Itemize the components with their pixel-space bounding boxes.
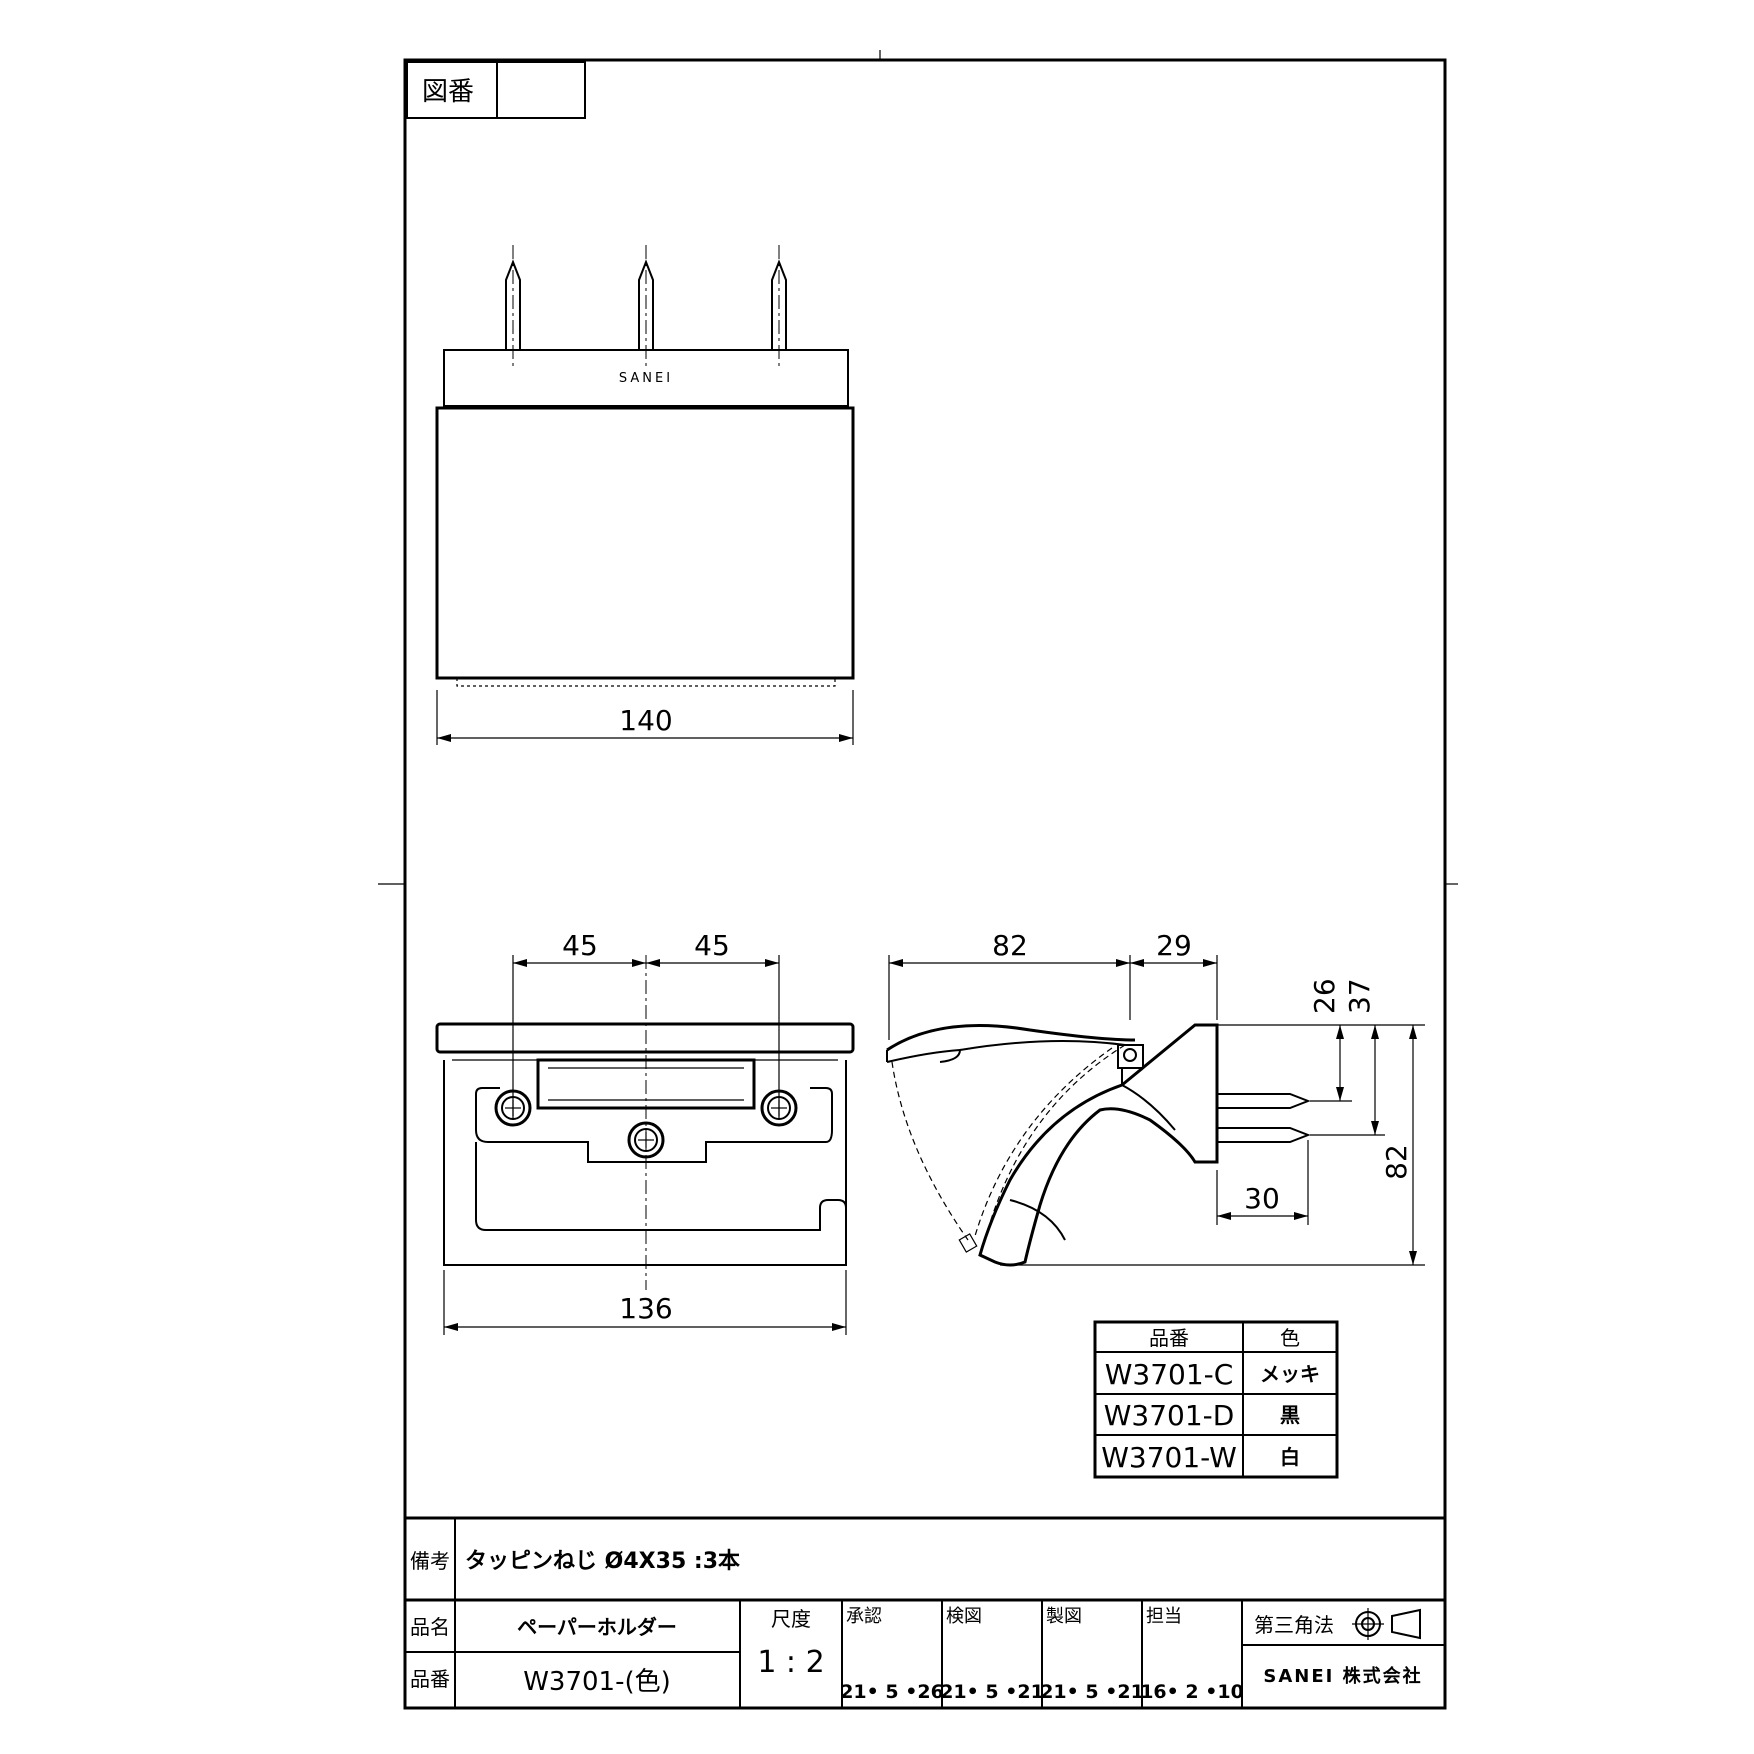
check-label: 検図 [946, 1606, 982, 1627]
remarks-label: 備考 [410, 1549, 450, 1573]
cover-rim [435, 1022, 855, 1054]
drawn-label: 製図 [1046, 1606, 1082, 1627]
screw-top-left [505, 245, 521, 368]
hinge-pin [1123, 1048, 1137, 1062]
projection-label: 第三角法 [1254, 1613, 1334, 1637]
brand-mark: SANEI [619, 371, 673, 386]
scale-label: 尺度 [771, 1607, 811, 1631]
third-angle-projection-icon [1352, 1608, 1421, 1640]
top-view: SANEI 140 [435, 245, 855, 745]
dim-depth-arm: 82 [992, 929, 1028, 962]
dim-bottom-width: 136 [619, 1292, 672, 1325]
color-table-frame [1093, 1320, 1339, 1479]
color-table-header-color: 色 [1280, 1326, 1300, 1350]
figure-number-label: 図番 [422, 77, 474, 107]
color-table-part-1: W3701-C [1105, 1358, 1234, 1391]
cover-serration [456, 678, 836, 687]
cover-tip [886, 1048, 962, 1063]
check-date: 21• 5 •21 [940, 1681, 1044, 1703]
company-name: SANEI 株式会社 [1263, 1665, 1422, 1687]
cover-underside [959, 1040, 1126, 1051]
color-table-color-3: 白 [1280, 1445, 1300, 1469]
color-table: 品番 色 W3701-C メッキ W3701-D 黒 W3701-W 白 [1093, 1320, 1339, 1479]
color-table-part-3: W3701-W [1101, 1441, 1237, 1474]
side-screw-upper [1217, 1093, 1311, 1109]
number-value: W3701-(色) [523, 1667, 671, 1697]
color-table-color-1: メッキ [1260, 1362, 1320, 1386]
cover-closed [886, 1024, 1136, 1052]
arm-tip-band [1009, 1199, 1066, 1241]
cover-swing-path [891, 1061, 969, 1241]
approve-label: 承認 [846, 1606, 882, 1627]
wall-plate [443, 349, 849, 407]
charge-date: 16• 2 •10 [1140, 1681, 1244, 1703]
roll-shaft-housing [536, 1058, 756, 1110]
dim-depth-base: 29 [1156, 929, 1192, 962]
charge-label: 担当 [1146, 1606, 1182, 1627]
scale-value: 1 : 2 [757, 1645, 824, 1680]
dim-screw-1: 26 [1308, 978, 1341, 1014]
color-table-header-part: 品番 [1149, 1326, 1189, 1350]
dim-height: 82 [1380, 1144, 1413, 1180]
color-table-part-2: W3701-D [1104, 1399, 1235, 1432]
color-table-color-2: 黒 [1280, 1403, 1300, 1427]
bracket-inner-corner-left [475, 1087, 500, 1095]
screw-head-right [760, 1089, 798, 1127]
dim-pitch-right: 45 [694, 929, 730, 962]
arm-body [978, 1023, 1219, 1267]
dim-front-width: 140 [619, 704, 672, 737]
name-value: ペーパーホルダー [517, 1615, 677, 1639]
dim-45-arrows [513, 959, 779, 967]
drawn-date: 21• 5 •21 [1040, 1681, 1144, 1703]
dim-pitch-left: 45 [562, 929, 598, 962]
number-label: 品番 [410, 1667, 450, 1691]
bracket-body [443, 1060, 847, 1266]
screw-top-right [771, 245, 787, 368]
side-screw-lower [1217, 1127, 1311, 1143]
cover-open-phantom-2 [974, 1047, 1113, 1237]
paper-arm [475, 1142, 847, 1265]
screw-head-left [494, 1089, 532, 1127]
dim-screw-len: 30 [1244, 1182, 1280, 1215]
name-label: 品名 [410, 1615, 450, 1639]
remarks-value: タッピンねじ Ø4X35 :3本 [465, 1549, 740, 1574]
side-view: 82 29 26 37 [886, 929, 1425, 1267]
title-block: 備考 タッピンねじ Ø4X35 :3本 品名 ペーパーホルダー 品番 W3701… [405, 1516, 1445, 1708]
front-view: 45 45 [435, 929, 855, 1335]
cover-open-tip [958, 1233, 978, 1253]
screw-top-center [638, 245, 654, 368]
cover-open-phantom [984, 1044, 1126, 1241]
dim-screw-2: 37 [1343, 978, 1376, 1014]
screw-head-center [627, 1121, 665, 1159]
approve-date: 21• 5 •26 [840, 1681, 944, 1703]
arm-body-crease [1121, 1084, 1176, 1131]
cover-body [435, 406, 855, 680]
bracket-inner-plate [475, 1094, 833, 1163]
bracket-inner-corner-right [810, 1087, 833, 1095]
